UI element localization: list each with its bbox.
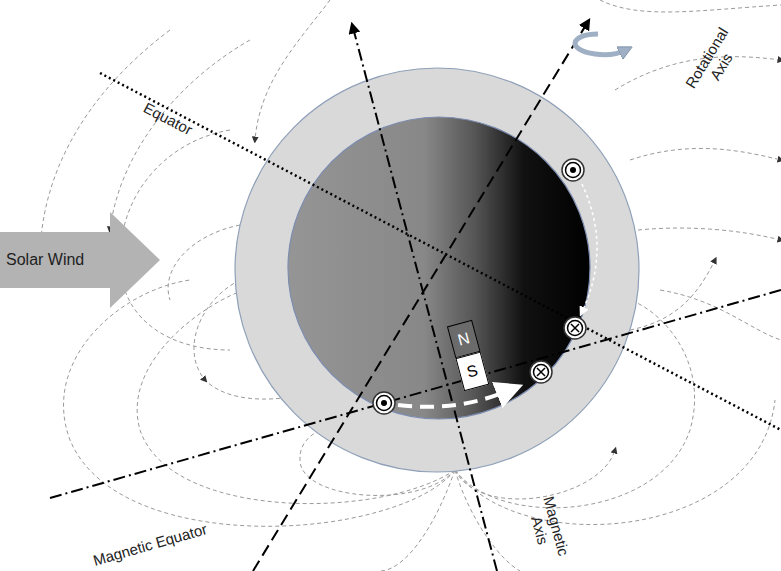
magnet-pole: S [455,352,489,392]
solar-wind-arrow: Solar Wind [0,212,160,308]
arrow-shape [0,212,160,308]
axis-label: Magnetic Axis [521,486,575,570]
magnetic-equator-line [50,290,781,498]
current-arrow [398,392,505,407]
current-arrow [582,184,597,312]
pole-label: N [456,329,472,349]
current-in-symbol [530,361,552,383]
equator-line [100,73,781,430]
rotation-arrow [575,34,626,55]
current-out-symbol [373,392,395,414]
magnetic-axis-line [352,24,497,571]
planet-disk [288,117,590,419]
rotational-axis-line [253,20,589,571]
arrow-label: Solar Wind [6,251,84,269]
current-in-symbol [564,317,586,339]
axis-label: Equator [111,84,225,155]
current-out-symbol [562,159,584,181]
axis-label: Magnetic Equator [66,513,234,571]
field-lines [40,0,781,571]
pole-label: S [465,361,480,381]
axis-label: Rotational Axis [677,17,750,107]
